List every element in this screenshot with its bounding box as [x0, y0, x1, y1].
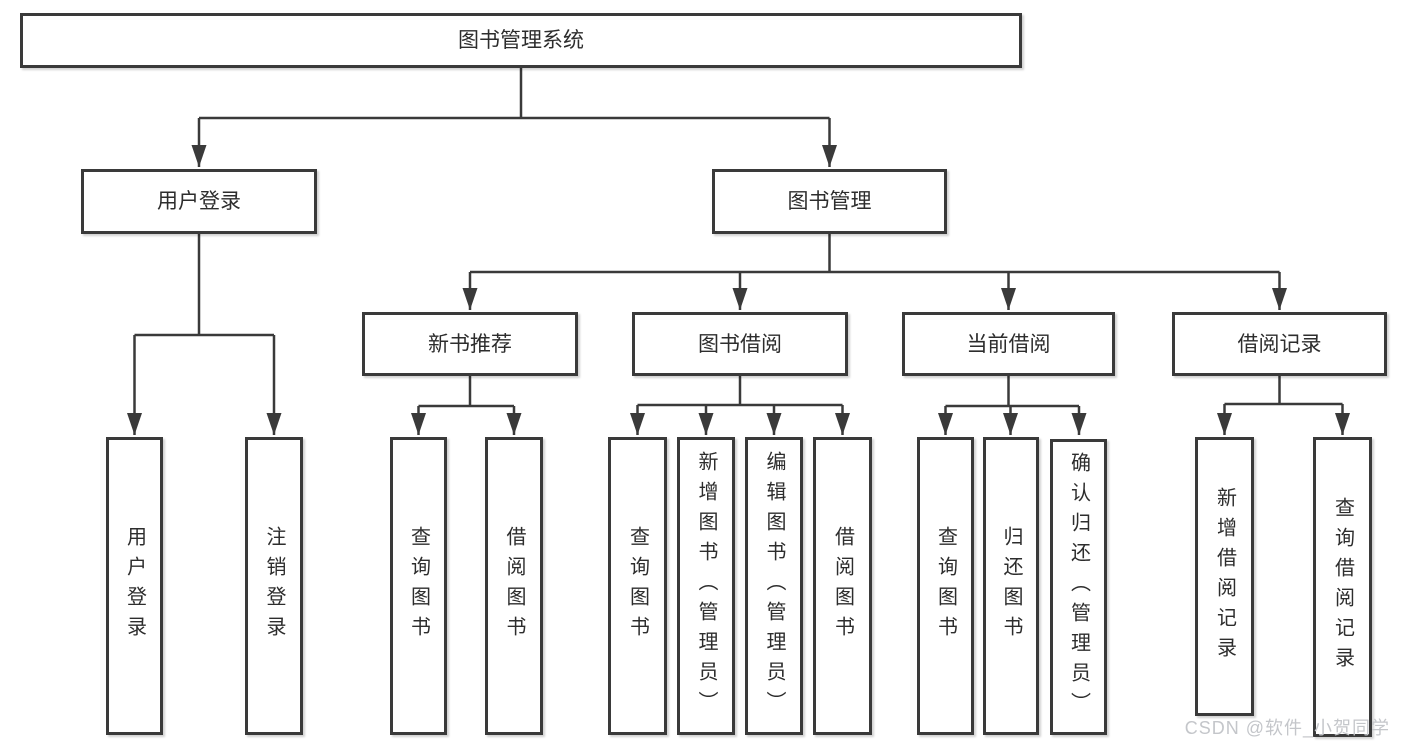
node-box-current-borrow: 当前借阅	[902, 312, 1115, 376]
leaf-box-query-books-3: 查询图书	[917, 437, 974, 735]
leaf-box-add-borrow-record: 新增借阅记录	[1195, 437, 1254, 716]
leaf-box-edit-book-admin: 编辑图书（管理员）	[745, 437, 803, 735]
leaf-box-borrow-books-1: 借阅图书	[485, 437, 543, 735]
leaf-box-query-borrow-record: 查询借阅记录	[1313, 437, 1372, 737]
leaf-box-add-book-admin: 新增图书（管理员）	[677, 437, 735, 735]
leaf-box-query-books-2: 查询图书	[608, 437, 667, 735]
leaf-box-confirm-return-admin: 确认归还（管理员）	[1050, 439, 1107, 735]
node-box-book-borrow: 图书借阅	[632, 312, 848, 376]
leaf-box-query-books-1: 查询图书	[390, 437, 447, 735]
leaf-box-user-login: 用户登录	[106, 437, 163, 735]
node-box-new-book-recommend: 新书推荐	[362, 312, 578, 376]
leaf-box-borrow-books-2: 借阅图书	[813, 437, 872, 735]
leaf-box-return-book: 归还图书	[983, 437, 1039, 735]
node-box-book-management: 图书管理	[712, 169, 947, 234]
leaf-box-logout: 注销登录	[245, 437, 303, 735]
node-box-library-system: 图书管理系统	[20, 13, 1022, 68]
watermark: CSDN @软件_小贺同学	[1184, 718, 1390, 738]
connectors	[127, 68, 1350, 435]
node-box-user-login: 用户登录	[81, 169, 317, 234]
node-box-borrow-records: 借阅记录	[1172, 312, 1387, 376]
